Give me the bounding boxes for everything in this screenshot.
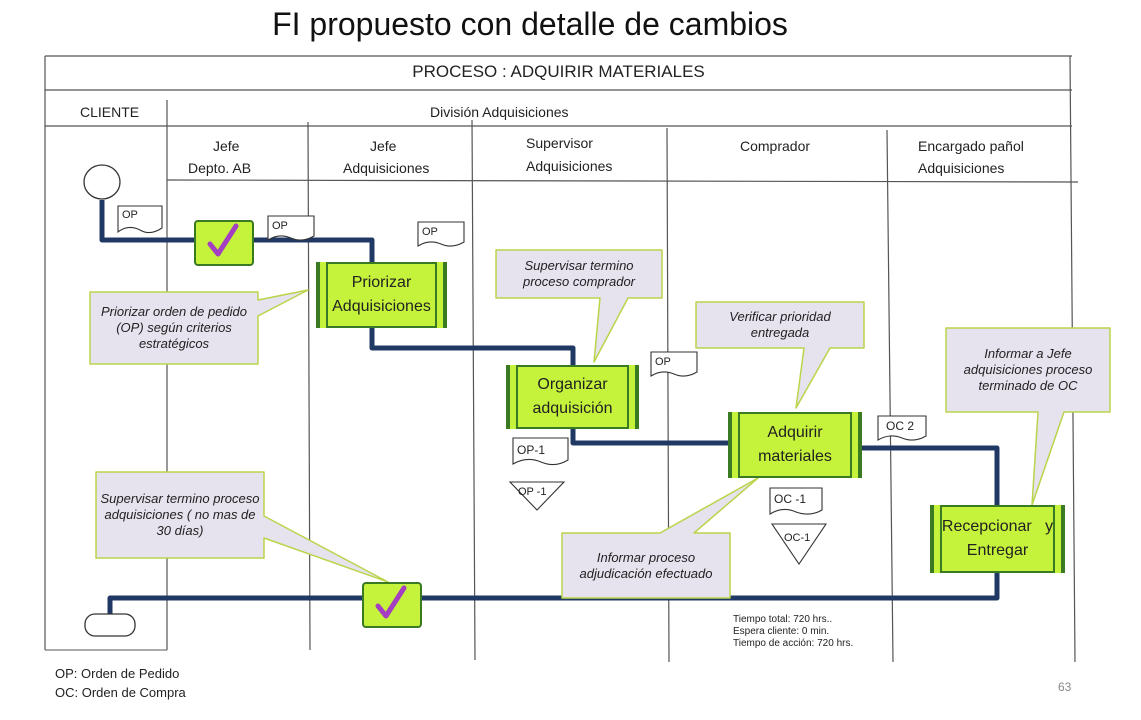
document-oc-minus1-label: OC -1 <box>774 492 807 506</box>
document-oc-minus1 <box>769 487 823 515</box>
page-number: 63 <box>1058 680 1072 694</box>
role-encargado-label: Encargado pañol <box>918 138 1024 154</box>
time-stats: Tiempo total: 720 hrs.. Espera cliente: … <box>733 614 853 650</box>
activity-organizar: Organizar adquisición <box>506 365 639 429</box>
callout-supervisar-comprador-text: Supervisar termino proceso comprador <box>523 258 635 289</box>
callout-supervisar-comprador <box>495 249 663 363</box>
document-op-2 <box>267 215 315 242</box>
flow-line-return <box>107 573 1000 618</box>
document-op-3-label: OP <box>422 226 438 238</box>
activity-priorizar-line2: Adquisiciones <box>332 298 431 315</box>
role-jefe-label: Jefe <box>213 138 240 154</box>
legend-oc: OC: Orden de Compra <box>55 685 186 700</box>
callout-informar-jefe <box>945 327 1111 506</box>
end-terminal <box>84 613 136 637</box>
approval-check-box-2 <box>362 582 422 628</box>
document-op-minus1-label: OP-1 <box>517 443 546 457</box>
activity-recepcionar: Recepcionar y Entregar <box>930 505 1065 573</box>
role-comprador-label: Comprador <box>740 138 811 154</box>
document-op-1 <box>117 205 163 234</box>
client-lane-label: CLIENTE <box>80 104 140 120</box>
document-op-3 <box>417 221 465 248</box>
archive-oc-label: OC-1 <box>784 532 811 544</box>
slide-title: FI propuesto con detalle de cambios <box>272 6 788 42</box>
callout-priorizar-orden <box>89 289 309 365</box>
document-oc2 <box>877 415 927 441</box>
flow-line-priorizar-organizar <box>369 328 576 365</box>
activity-organizar-line2: adquisición <box>532 400 613 417</box>
role-supervisor-label: Supervisor <box>526 135 593 151</box>
document-op-4-label: OP <box>655 356 671 368</box>
check-mark-icon <box>207 223 239 257</box>
stat-accion: Tiempo de acción: 720 hrs. <box>733 638 854 649</box>
archive-op <box>508 481 566 511</box>
process-title: PROCESO : ADQUIRIR MATERIALES <box>412 62 705 81</box>
callout-informar-adjudicacion <box>561 477 759 599</box>
role-adquisiciones-label: Adquisiciones <box>343 160 430 176</box>
callout-verificar <box>695 301 865 409</box>
archive-op-label: OP -1 <box>518 486 547 498</box>
document-oc2-label: OC 2 <box>886 419 915 433</box>
callout-supervisar-adq-text: Supervisar termino proceso adquisiciones… <box>100 491 260 538</box>
legend-op: OP: Orden de Pedido <box>55 666 180 681</box>
stat-total: Tiempo total: 720 hrs.. <box>733 614 833 625</box>
document-op-1-label: OP <box>122 209 138 221</box>
activity-recepcionar-line1: Recepcionar y <box>941 518 1054 535</box>
division-label: División Adquisiciones <box>430 104 569 120</box>
approval-check-box-1 <box>194 220 254 266</box>
document-op-4 <box>650 351 698 378</box>
flow-line-adquirir-recepcionar <box>862 445 1000 505</box>
activity-organizar-line1: Organizar <box>537 376 608 393</box>
callout-supervisar-adq <box>95 471 389 583</box>
activity-adquirir-line2: materiales <box>758 448 832 465</box>
callout-verificar-text: Verificar prioridad entregada <box>729 309 831 340</box>
role-depto-label: Depto. AB <box>188 160 252 176</box>
legend: OP: Orden de Pedido OC: Orden de Compra <box>55 664 186 702</box>
document-op-2-label: OP <box>272 220 288 232</box>
start-terminal <box>83 164 121 200</box>
check-mark-icon <box>375 585 407 619</box>
activity-adquirir-line1: Adquirir <box>767 424 823 441</box>
archive-oc <box>770 523 828 565</box>
flow-line-organizar-adquirir <box>570 428 728 446</box>
callout-priorizar-orden-text: Priorizar orden de pedido (OP) según cri… <box>101 304 247 351</box>
document-op-minus1 <box>512 437 569 466</box>
role-encargado-adq-label: Adquisiciones <box>918 160 1005 176</box>
callout-informar-adjudicacion-text: Informar proceso adjudicación efectuado <box>579 550 713 581</box>
activity-adquirir: Adquirir materiales <box>728 412 862 478</box>
role-jefe2-label: Jefe <box>370 138 397 154</box>
callout-informar-jefe-text: Informar a Jefe adquisiciones proceso te… <box>963 346 1093 393</box>
activity-recepcionar-line2: Entregar <box>966 542 1029 559</box>
stat-espera: Espera cliente: 0 min. <box>733 626 830 637</box>
role-supervisor-adq-label: Adquisiciones <box>526 158 613 174</box>
activity-priorizar-line1: Priorizar <box>351 274 412 291</box>
